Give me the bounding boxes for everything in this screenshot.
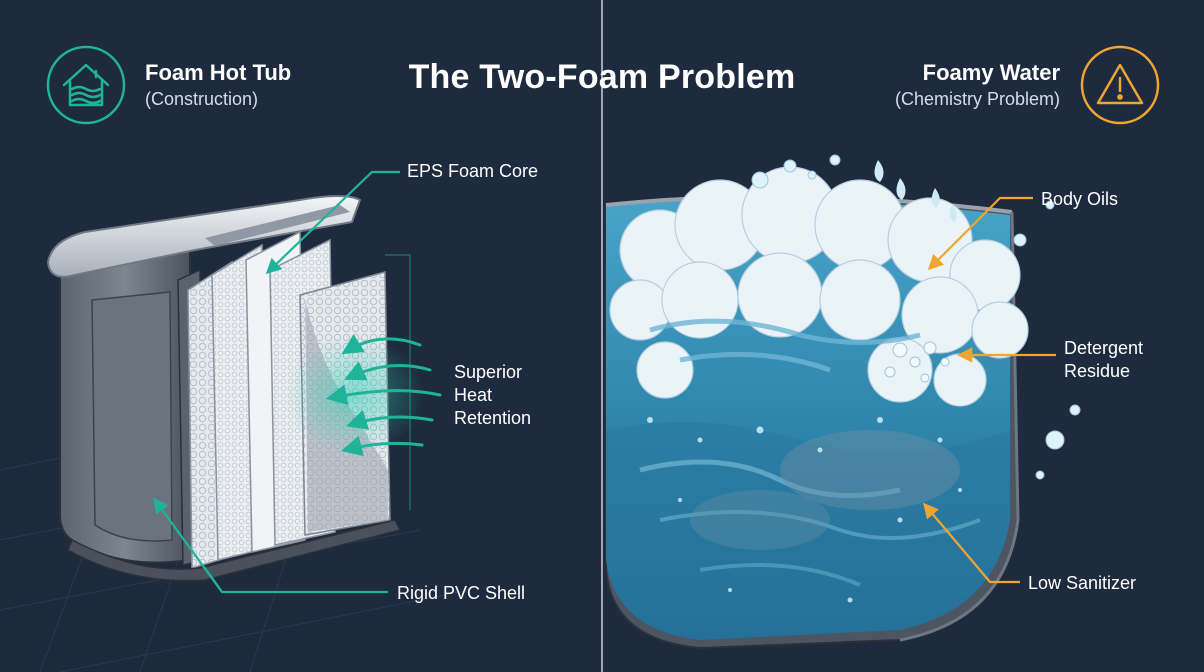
callout-heat-line-3: Retention <box>454 407 531 430</box>
callout-rigid-pvc-shell: Rigid PVC Shell <box>397 582 525 605</box>
callout-eps-foam-core: EPS Foam Core <box>407 160 538 183</box>
callout-heat-line-1: Superior <box>454 361 531 384</box>
callout-detergent-residue: Detergent Residue <box>1064 337 1143 383</box>
right-panel-subtitle: (Chemistry Problem) <box>895 89 1060 110</box>
callout-body-oils: Body Oils <box>1041 188 1118 211</box>
hot-tub-cross-section <box>48 196 425 581</box>
left-panel-title: Foam Hot Tub <box>145 60 291 86</box>
foamy-water-tub <box>600 155 1080 660</box>
callout-heat-line-2: Heat <box>454 384 531 407</box>
callout-detergent-line-1: Detergent <box>1064 337 1143 360</box>
callout-low-sanitizer: Low Sanitizer <box>1028 572 1136 595</box>
callout-detergent-line-2: Residue <box>1064 360 1143 383</box>
right-panel-title: Foamy Water <box>923 60 1060 86</box>
left-panel-subtitle: (Construction) <box>145 89 258 110</box>
callout-heat-retention: Superior Heat Retention <box>454 361 531 430</box>
